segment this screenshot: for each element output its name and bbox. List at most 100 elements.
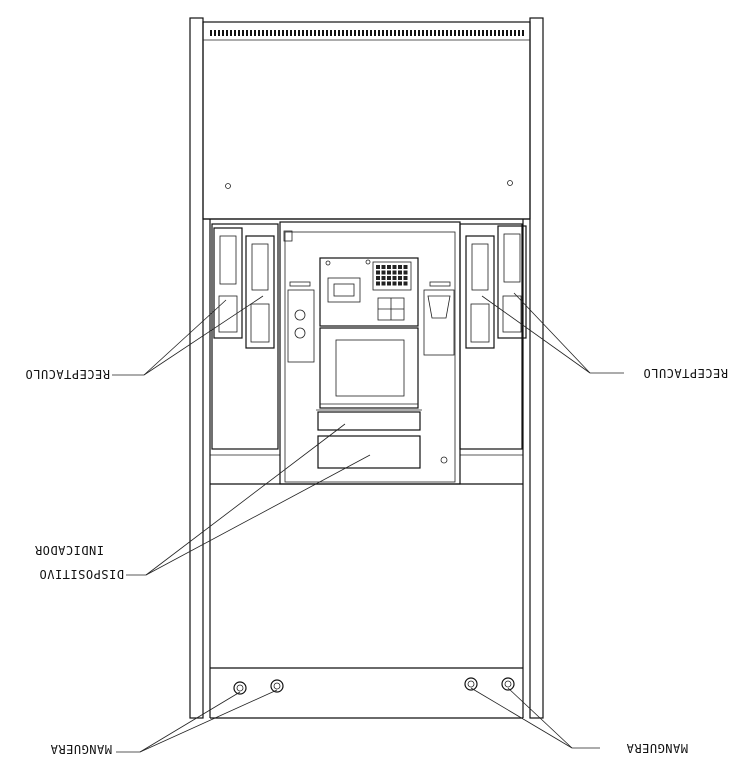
vent-slot xyxy=(370,30,372,36)
keypad-key xyxy=(387,270,391,275)
vent-slot xyxy=(522,30,524,36)
label-receptaculo-left: RECEPTACULO xyxy=(25,367,110,381)
vent-slot xyxy=(226,30,228,36)
vent-slot xyxy=(486,30,488,36)
vent-slot xyxy=(458,30,460,36)
vent-slot xyxy=(250,30,252,36)
vent-slots xyxy=(210,30,524,36)
vent-slot xyxy=(234,30,236,36)
vent-slot xyxy=(286,30,288,36)
vent-slot xyxy=(254,30,256,36)
keypad-key xyxy=(381,276,386,280)
vent-slot xyxy=(346,30,348,36)
keypad-key xyxy=(381,265,386,269)
vent-slot xyxy=(510,30,512,36)
vent-slot xyxy=(354,30,356,36)
vent-slot xyxy=(490,30,492,36)
leader-lines xyxy=(112,292,624,753)
keypad-grid xyxy=(376,265,408,286)
vent-slot xyxy=(214,30,216,36)
vent-slot xyxy=(390,30,392,36)
vent-slot xyxy=(318,30,320,36)
vent-slot xyxy=(494,30,496,36)
vent-slot xyxy=(434,30,436,36)
vent-slot xyxy=(482,30,484,36)
keypad-key xyxy=(398,265,402,269)
vent-slot xyxy=(418,30,420,36)
vent-slot xyxy=(378,30,380,36)
vent-slot xyxy=(506,30,508,36)
keypad-key xyxy=(381,270,386,275)
vent-slot xyxy=(394,30,396,36)
vent-slot xyxy=(246,30,248,36)
vent-slot xyxy=(514,30,516,36)
keypad-key xyxy=(392,270,397,275)
keypad-key xyxy=(392,276,397,280)
vent-slot xyxy=(218,30,220,36)
vent-slot xyxy=(446,30,448,36)
vent-slot xyxy=(282,30,284,36)
vent-slot xyxy=(466,30,468,36)
keypad-key xyxy=(403,270,408,275)
keypad-key xyxy=(376,276,380,280)
vent-slot xyxy=(366,30,368,36)
vent-slot xyxy=(478,30,480,36)
vent-slot xyxy=(470,30,472,36)
vent-slot xyxy=(294,30,296,36)
right-receptacles xyxy=(459,223,527,450)
vent-slot xyxy=(314,30,316,36)
vent-slot xyxy=(422,30,424,36)
vent-slot xyxy=(426,30,428,36)
vent-slot xyxy=(518,30,520,36)
keypad-key xyxy=(398,281,402,286)
vent-slot xyxy=(290,30,292,36)
keypad-key xyxy=(398,276,402,280)
vent-slot xyxy=(242,30,244,36)
keypad-key xyxy=(403,265,408,269)
vent-slot xyxy=(222,30,224,36)
vent-slot xyxy=(402,30,404,36)
central-console xyxy=(279,221,461,485)
keypad-key xyxy=(403,281,408,286)
vent-slot xyxy=(322,30,324,36)
vent-slot xyxy=(210,30,212,36)
keypad-key xyxy=(376,270,380,275)
vent-slot xyxy=(414,30,416,36)
vent-slot xyxy=(302,30,304,36)
vent-slot xyxy=(454,30,456,36)
vent-slot xyxy=(362,30,364,36)
vent-slot xyxy=(410,30,412,36)
keypad-key xyxy=(403,276,408,280)
vent-slot xyxy=(430,30,432,36)
vent-slot xyxy=(498,30,500,36)
vent-slot xyxy=(474,30,476,36)
vent-slot xyxy=(238,30,240,36)
vent-slot xyxy=(382,30,384,36)
keypad-key xyxy=(387,281,391,286)
left-receptacles xyxy=(211,223,279,450)
label-manguera-left: MANGUERA xyxy=(50,742,112,756)
vent-slot xyxy=(406,30,408,36)
vent-slot xyxy=(298,30,300,36)
vent-slot xyxy=(334,30,336,36)
vent-slot xyxy=(358,30,360,36)
hose-outlets xyxy=(233,677,515,695)
vent-slot xyxy=(442,30,444,36)
keypad-key xyxy=(392,265,397,269)
vent-slot xyxy=(310,30,312,36)
vent-slot xyxy=(262,30,264,36)
keypad-key xyxy=(387,276,391,280)
keypad-key xyxy=(376,265,380,269)
vent-slot xyxy=(398,30,400,36)
vent-slot xyxy=(350,30,352,36)
vent-slot xyxy=(278,30,280,36)
vent-slot xyxy=(342,30,344,36)
keypad-key xyxy=(398,270,402,275)
keypad-key xyxy=(392,281,397,286)
vent-slot xyxy=(438,30,440,36)
vent-slot xyxy=(270,30,272,36)
label-receptaculo-right: RECEPTACULO xyxy=(643,366,728,380)
vent-slot xyxy=(306,30,308,36)
vent-slot xyxy=(462,30,464,36)
